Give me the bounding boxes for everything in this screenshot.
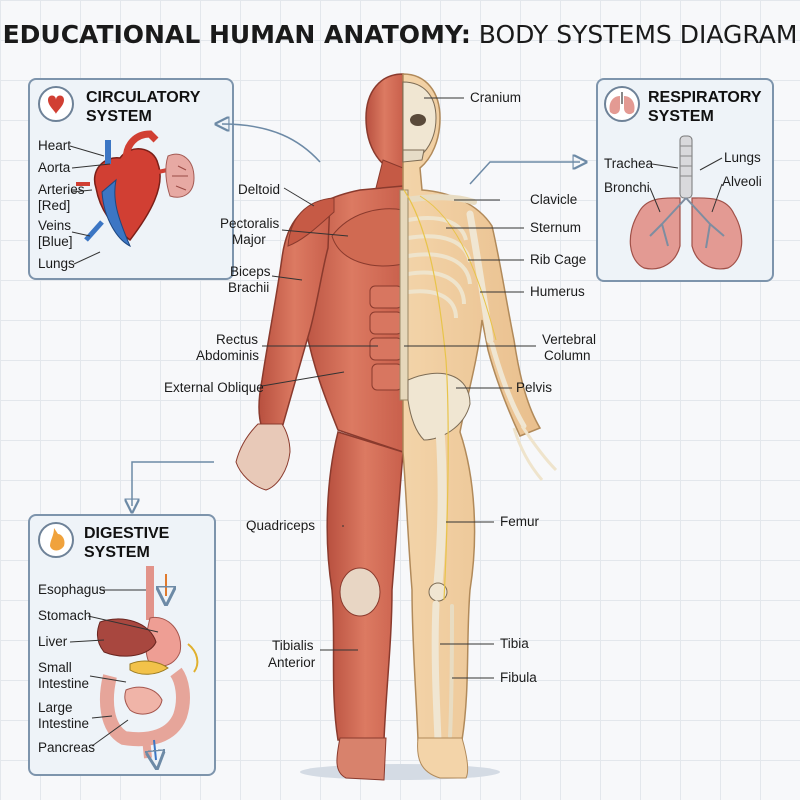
muscle-half (235, 73, 404, 781)
page-title: EDUCATIONAL HUMAN ANATOMY: BODY SYSTEMS … (0, 20, 800, 49)
label-biceps-2: Brachii (228, 280, 270, 295)
label-humerus: Humerus (530, 284, 585, 299)
label-bronchi: Bronchi (604, 180, 650, 195)
circulatory-title-line1: CIRCULATORY (86, 89, 201, 106)
circulatory-label-lines (69, 145, 111, 265)
digestive-title-line1: DIGESTIVE (84, 525, 170, 542)
label-trachea: Trachea (604, 156, 654, 171)
label-femur: Femur (500, 514, 540, 529)
ground-shadow (300, 764, 500, 780)
label-pectoralis-2: Major (232, 232, 266, 247)
label-tibia: Tibia (500, 636, 529, 651)
heart-icon (38, 86, 74, 122)
stomach-icon (38, 522, 74, 558)
title-bold: EDUCATIONAL HUMAN ANATOMY: (2, 20, 471, 49)
title-light: BODY SYSTEMS DIAGRAM (478, 20, 798, 49)
label-heart: Heart (38, 138, 72, 153)
label-stomach: Stomach (38, 608, 92, 623)
label-aorta: Aorta (38, 160, 71, 175)
label-fibula: Fibula (500, 670, 537, 685)
label-esophagus: Esophagus (38, 582, 106, 597)
label-large-intestine-1: Large (38, 700, 73, 715)
label-vertebral-1: Vertebral (542, 332, 597, 347)
respiratory-label-lines (649, 157, 723, 213)
circulatory-title: CIRCULATORY SYSTEM (86, 88, 200, 126)
label-quadriceps: Quadriceps (246, 518, 316, 533)
label-small-intestine-1: Small (38, 660, 72, 675)
label-pelvis: Pelvis (516, 380, 553, 395)
heart-illustration (76, 130, 187, 248)
circulatory-title-line2: SYSTEM (86, 108, 152, 125)
respiratory-lung-illustration (629, 135, 743, 270)
label-tibialis-1: Tibialis (272, 638, 314, 653)
digestive-label-lines (69, 589, 159, 747)
lungs-icon (604, 86, 640, 122)
circulatory-lung-illustration (165, 153, 195, 198)
skeleton-half (399, 73, 558, 779)
label-deltoid: Deltoid (238, 182, 281, 197)
label-alveoli: Alveoli (722, 174, 762, 189)
label-sternum: Sternum (530, 220, 582, 235)
digestive-illustration (96, 566, 199, 760)
respiratory-title: RESPIRATORY SYSTEM (648, 88, 762, 126)
label-rib-cage: Rib Cage (530, 252, 587, 267)
label-veins-note: [Blue] (38, 234, 73, 249)
label-pancreas: Pancreas (38, 740, 96, 755)
label-large-intestine-2: Intestine (38, 716, 90, 731)
label-arteries: Arteries (38, 182, 85, 197)
circulatory-connector-arrow (222, 124, 321, 163)
label-cranium: Cranium (470, 90, 522, 105)
label-arteries-note: [Red] (38, 198, 71, 213)
label-vertebral-2: Column (544, 348, 591, 363)
label-biceps-1: Biceps (230, 264, 271, 279)
label-external-oblique: External Oblique (164, 380, 264, 395)
muscle-leader-lines (261, 187, 378, 651)
label-circ-lungs: Lungs (38, 256, 75, 271)
skeleton-leader-lines (404, 97, 536, 679)
label-small-intestine-2: Intestine (38, 676, 90, 691)
digestive-connector-arrow (132, 461, 214, 506)
respiratory-connector-arrow (469, 162, 580, 185)
label-veins: Veins (38, 218, 72, 233)
label-tibialis-2: Anterior (268, 655, 316, 670)
label-resp-lungs: Lungs (724, 150, 761, 165)
label-liver: Liver (38, 634, 68, 649)
label-pectoralis-1: Pectoralis (220, 216, 280, 231)
digestive-title: DIGESTIVE SYSTEM (84, 524, 169, 562)
respiratory-title-line2: SYSTEM (648, 108, 714, 125)
digestive-title-line2: SYSTEM (84, 544, 150, 561)
label-rectus-2: Abdominis (196, 348, 260, 363)
label-clavicle: Clavicle (530, 192, 578, 207)
label-rectus-1: Rectus (216, 332, 259, 347)
respiratory-title-line1: RESPIRATORY (648, 89, 762, 106)
